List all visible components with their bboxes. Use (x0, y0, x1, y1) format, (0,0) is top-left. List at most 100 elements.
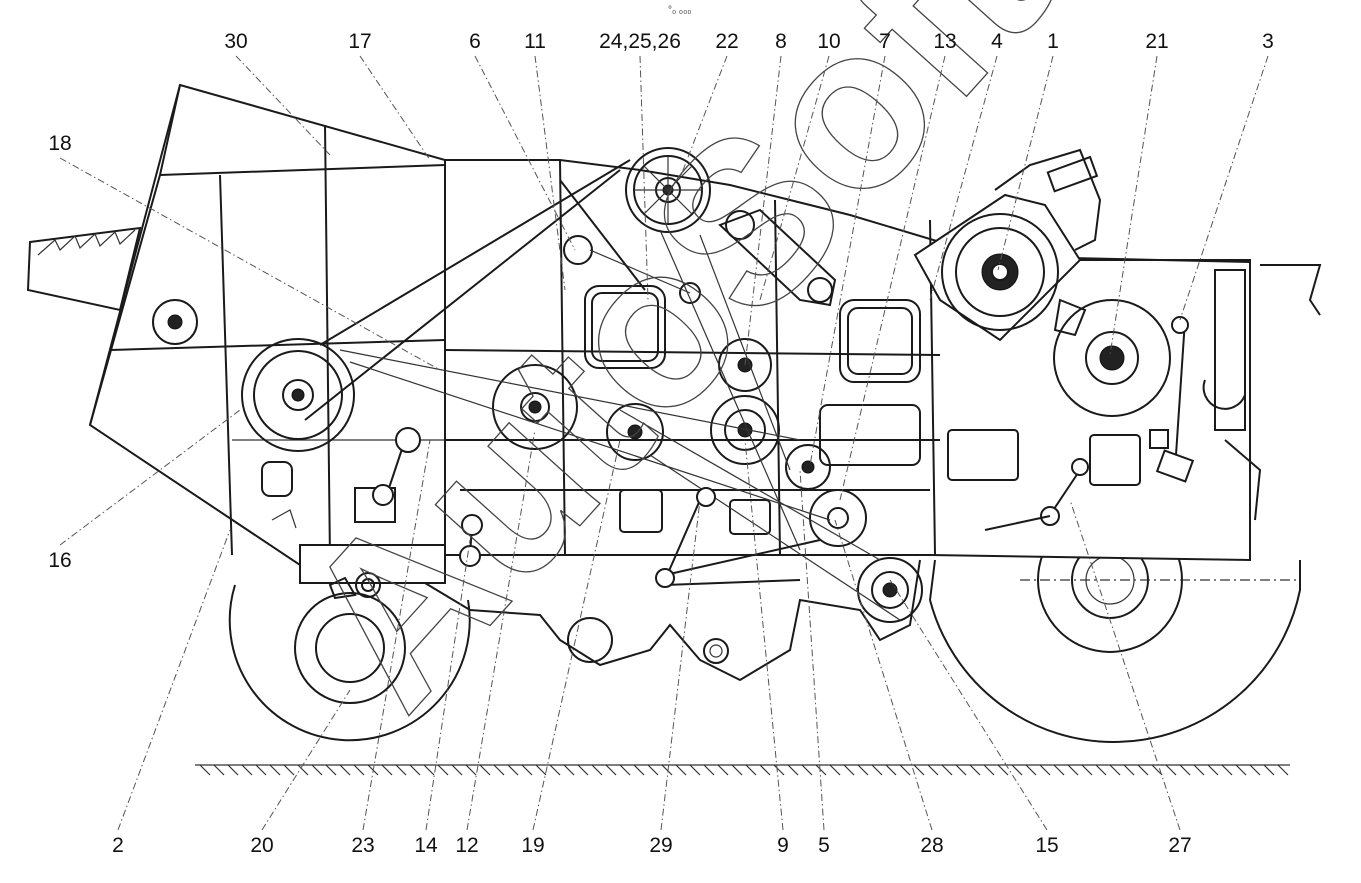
ground-hatch (941, 764, 953, 776)
part-label-18: 18 (48, 132, 71, 155)
ground-hatch (325, 764, 337, 776)
ground-hatch (1235, 764, 1247, 776)
pickup-assembly (913, 148, 1322, 521)
ground-hatch (731, 764, 743, 776)
part-label-6: 6 (469, 30, 481, 53)
part-label-9: 9 (777, 834, 789, 857)
part-label-11: 11 (524, 30, 546, 53)
ground-hatch (437, 764, 449, 776)
ground-hatch (465, 764, 477, 776)
ground-hatch (1067, 764, 1079, 776)
ground-hatch (1053, 764, 1065, 776)
ground-hatch (843, 764, 855, 776)
leader-line-1 (997, 55, 1054, 271)
ground-hatch (745, 764, 757, 776)
ground-hatch (451, 764, 463, 776)
leader-line-8 (744, 55, 782, 366)
ground-hatch (1095, 764, 1107, 776)
ground-hatch (297, 764, 309, 776)
ground-hatch (1277, 764, 1289, 776)
ground-hatch (1137, 764, 1149, 776)
ground-hatch (423, 764, 435, 776)
ground-hatch (689, 764, 701, 776)
ground-hatch (227, 764, 239, 776)
tailgate-pulley (241, 338, 355, 452)
leader-line-4 (929, 55, 998, 301)
leader-line-11 (534, 55, 566, 291)
leader-line-13 (839, 55, 946, 501)
rear-wheel (228, 584, 471, 742)
part-label-13: 13 (933, 30, 956, 53)
leader-line-29 (660, 499, 701, 831)
part-label-4: 4 (991, 30, 1003, 53)
ground-hatch (311, 764, 323, 776)
bale-ramp (26, 226, 142, 312)
ground-hatch (521, 764, 533, 776)
leader-line-19 (532, 439, 621, 831)
chassis-hole (567, 617, 613, 663)
ground-hatch (255, 764, 267, 776)
leader-line-21 (1109, 55, 1158, 356)
part-label-28: 28 (920, 834, 943, 857)
front-wheel (929, 507, 1301, 744)
ground-hatch (1025, 764, 1037, 776)
ground-hatch (801, 764, 813, 776)
ground-hatch (661, 764, 673, 776)
ground-hatch (1221, 764, 1233, 776)
ground-hatch (787, 764, 799, 776)
ground-hatch (1039, 764, 1051, 776)
part-label-29: 29 (649, 834, 672, 857)
part-label-2: 2 (112, 834, 124, 857)
right-link-arm (1155, 316, 1246, 483)
flywheel (1053, 299, 1171, 417)
part-label-23: 23 (351, 834, 374, 857)
leader-line-3 (1179, 55, 1269, 321)
rear-axle-block (299, 544, 446, 600)
ground-hatch (1179, 764, 1191, 776)
part-label-7: 7 (879, 30, 891, 53)
leader-line-20 (261, 689, 351, 831)
ground-hatch (997, 764, 1009, 776)
ground-hatch (479, 764, 491, 776)
ground-hatch (395, 764, 407, 776)
ground-hatch (773, 764, 785, 776)
ground-hatch (759, 764, 771, 776)
ground-hatch (535, 764, 547, 776)
ground-hatch (213, 764, 225, 776)
leader-line-16 (59, 409, 241, 546)
ground-hatch (199, 764, 211, 776)
ground-hatch (871, 764, 883, 776)
ground-hatch (507, 764, 519, 776)
ground-hatch (647, 764, 659, 776)
part-label-24-25-26: 24,25,26 (599, 30, 681, 53)
part-label-16: 16 (48, 549, 71, 572)
ground-hatch (955, 764, 967, 776)
ground-hatch (1151, 764, 1163, 776)
part-label-3: 3 (1262, 30, 1274, 53)
leader-line-2 (117, 529, 231, 831)
ground-hatch (549, 764, 561, 776)
ground-hatch (1165, 764, 1177, 776)
ground-hatch (913, 764, 925, 776)
part-label-27: 27 (1168, 834, 1191, 857)
part-label-30: 30 (224, 30, 247, 53)
axle-hub (703, 638, 729, 664)
ground-hatch (269, 764, 281, 776)
middle-pulleys (492, 235, 923, 623)
ground-hatch (885, 764, 897, 776)
part-label-12: 12 (455, 834, 478, 857)
leader-line-12 (466, 429, 536, 831)
leader-line-5 (799, 469, 825, 831)
ground-hatch (619, 764, 631, 776)
leader-line-17 (359, 55, 431, 161)
top-mark: °₀ ₀₀₀ (668, 5, 691, 16)
ground-hatch (1011, 764, 1023, 776)
part-label-21: 21 (1145, 30, 1168, 53)
ground-hatch (283, 764, 295, 776)
part-label-20: 20 (250, 834, 273, 857)
ground-hatch (1123, 764, 1135, 776)
ground-hatch (1207, 764, 1219, 776)
leader-line-24-25-26 (639, 55, 649, 301)
ground-hatch (1109, 764, 1121, 776)
